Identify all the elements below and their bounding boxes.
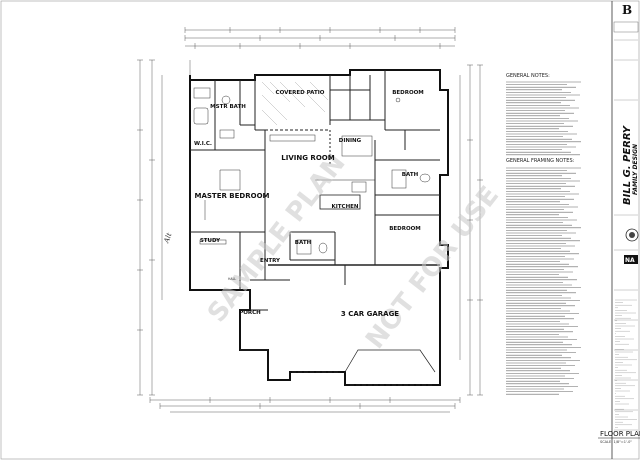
framing-notes-heading: GENERAL FRAMING NOTES: <box>506 158 575 164</box>
room-kitchen: KITCHEN <box>331 204 358 210</box>
nahb-logo <box>624 255 638 264</box>
general-notes: GENERAL NOTES: GENERAL FRAMING NOTES: <box>506 73 581 395</box>
patio-hatch <box>261 81 329 126</box>
brand-name: BILL G. PERRY <box>622 124 633 205</box>
svg-text:SAMPLE PLAN: SAMPLE PLAN <box>202 148 352 328</box>
logo-letter: B <box>622 3 632 17</box>
room-porch: PORCH <box>239 310 261 316</box>
room-wic: W.I.C. <box>194 141 212 147</box>
sample-watermark: SAMPLE PLAN NOT FOR USE <box>202 148 505 354</box>
room-bath-center: BATH <box>295 240 312 246</box>
room-study: STUDY <box>200 238 221 244</box>
seal-icon <box>625 228 639 242</box>
room-living-room: LIVING ROOM <box>281 154 334 162</box>
room-master-bedroom: MASTER BEDROOM <box>195 192 270 200</box>
title-block: B BILL G. PERRY FAMILY DESIGN NA <box>613 3 639 431</box>
room-labels: COVERED PATIO BEDROOM MSTR BATH W.I.C. D… <box>194 90 424 318</box>
drawing-title-block: FLOOR PLAN SCALE: 1/8"=1'-0" <box>598 430 640 444</box>
room-garage: 3 CAR GARAGE <box>341 310 399 318</box>
room-covered-patio: COVERED PATIO <box>276 90 325 96</box>
room-bedroom-ne: BEDROOM <box>392 90 424 96</box>
drawing-scale: SCALE: 1/8"=1'-0" <box>600 440 632 444</box>
room-hall: HALL <box>228 277 236 281</box>
room-bath-east: BATH <box>402 172 419 178</box>
room-dining: DINING <box>339 138 362 144</box>
room-entry: ENTRY <box>260 258 281 264</box>
svg-text:NOT FOR USE: NOT FOR USE <box>360 181 505 355</box>
seal-center <box>629 232 635 238</box>
room-master-bath: MSTR BATH <box>210 104 246 110</box>
handwritten-annotation: Alt <box>162 232 173 245</box>
nahb-logo-text: NA <box>625 257 635 264</box>
room-bedroom-se: BEDROOM <box>389 226 421 232</box>
brand-tagline: FAMILY DESIGN <box>632 144 639 195</box>
general-notes-heading: GENERAL NOTES: <box>506 73 550 79</box>
dimension-lines <box>137 27 483 413</box>
fixtures <box>189 60 431 255</box>
interior-walls <box>190 70 440 386</box>
drawing-title: FLOOR PLAN <box>600 430 640 438</box>
exterior-walls <box>189 69 449 386</box>
